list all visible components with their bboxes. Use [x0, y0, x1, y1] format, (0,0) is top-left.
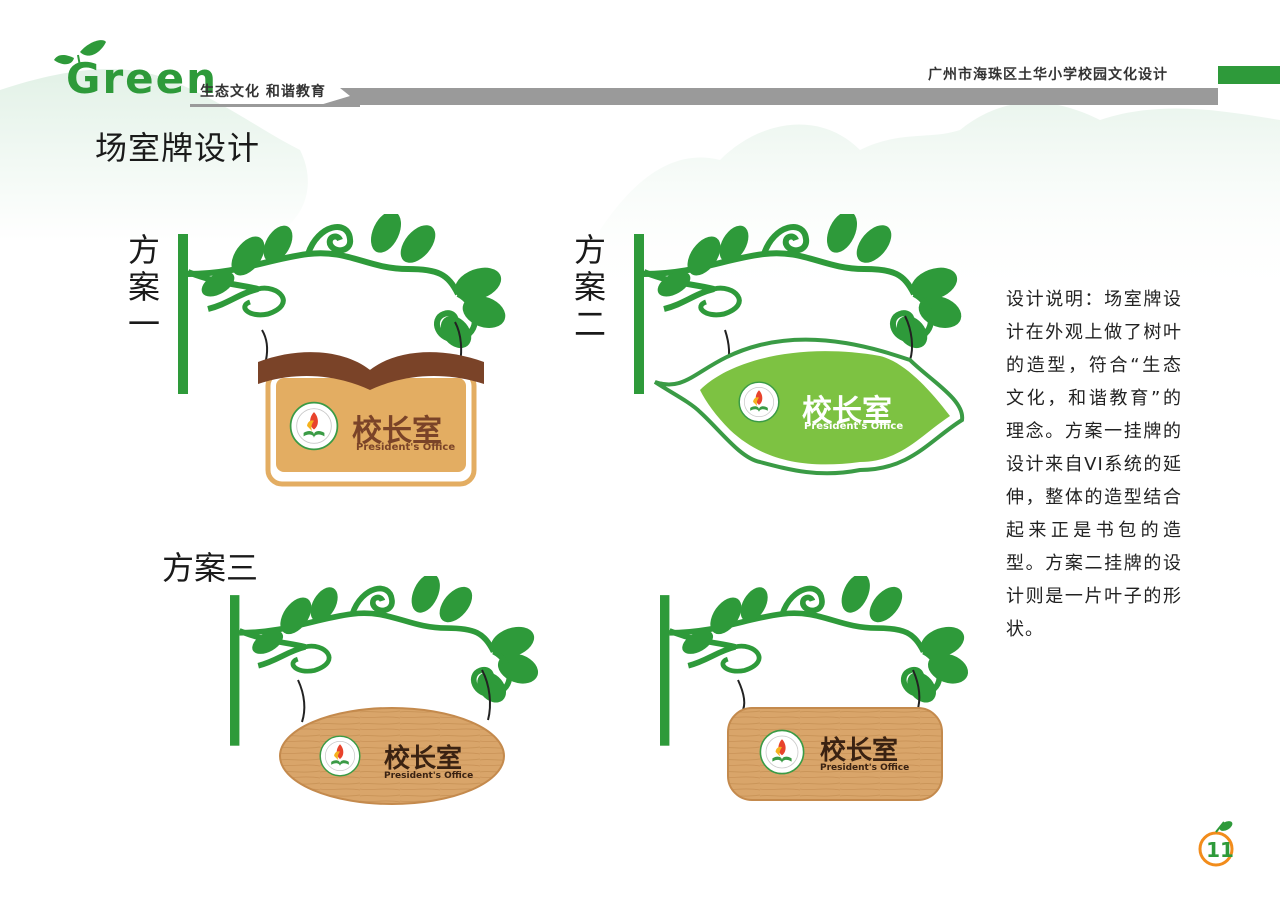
design-description: 设计说明：场室牌设计在外观上做了树叶的造型，符合“生态文化，和谐教育”的理念。方… [1006, 289, 1182, 640]
header-line-grey [190, 104, 360, 107]
scheme-2-sign [634, 207, 966, 476]
project-title: 广州市海珠区土华小学校园文化设计 [928, 67, 1168, 83]
scheme-3-room-name-en: President's Office [384, 771, 474, 781]
page-number: 11 [1206, 838, 1234, 862]
page-number-apple-icon [1198, 821, 1234, 867]
scheme-2-room-name-en: President's Office [804, 421, 904, 432]
scheme-3-room-name: 校长室 [384, 744, 463, 774]
page-title: 场室牌设计 [95, 129, 261, 167]
book-top [258, 352, 484, 390]
brand-slogan: 生态文化 和谐教育 [200, 84, 326, 100]
scheme-3-sign [230, 569, 542, 805]
brand-leaf-icon [54, 40, 106, 67]
scheme-2-label: 方案二 [573, 231, 606, 343]
scheme-1-label: 方案一 [127, 231, 160, 343]
header-bar-green [1218, 66, 1280, 84]
oval-wood-plate [279, 707, 505, 805]
scheme-4-room-name: 校长室 [820, 736, 899, 766]
scheme-2-room-name: 校长室 [802, 394, 892, 429]
brand-wordmark: Green [66, 54, 219, 103]
scheme-4-sign [660, 569, 972, 801]
scheme-4-room-name-en: President's Office [820, 763, 910, 773]
scheme-1-sign [178, 207, 510, 487]
scheme-3-label: 方案三 [162, 549, 259, 587]
scheme-1-room-name: 校长室 [352, 414, 442, 449]
scheme-1-room-name-en: President's Office [356, 442, 456, 453]
mountain-left [0, 69, 308, 240]
header-bar-grey [320, 88, 1218, 105]
